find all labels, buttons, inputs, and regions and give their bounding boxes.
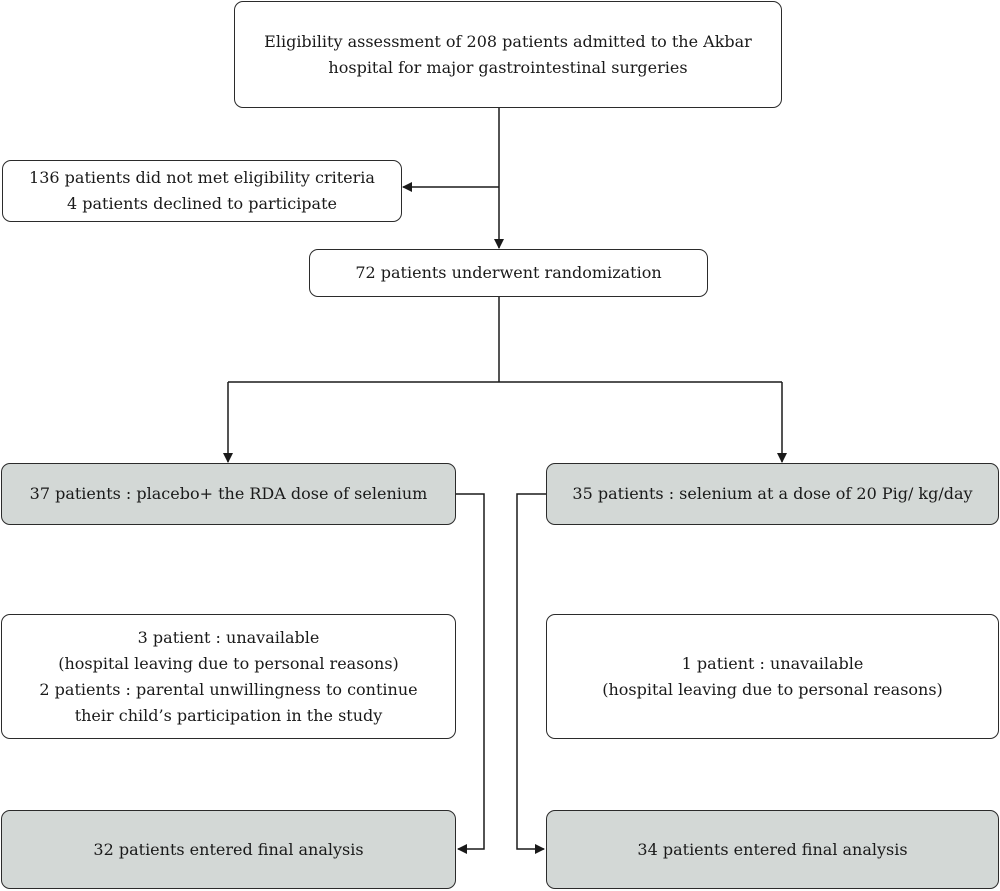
selenium-group-line-1: 35 patients : selenium at a dose of 20 P… <box>572 484 973 503</box>
arrow-placebo-to-final <box>456 493 485 854</box>
placebo-lost-line-3: 2 patients : parental unwillingness to c… <box>39 679 418 699</box>
placebo-lost-line-2: (hospital leaving due to personal reason… <box>58 653 399 673</box>
eligibility-line-1: Eligibility assessment of 208 patients a… <box>264 31 752 51</box>
randomization-line-1: 72 patients underwent randomization <box>355 263 662 282</box>
selenium-final-line-1: 34 patients entered final analysis <box>637 839 908 859</box>
placebo-final-line-1: 32 patients entered final analysis <box>93 839 364 859</box>
eligibility-line-2: hospital for major gastrointestinal surg… <box>328 57 688 77</box>
selenium-final-box: 34 patients entered final analysis <box>546 810 999 889</box>
arrow-selenium-to-final <box>516 493 546 854</box>
excluded-box: 136 patients did not met eligibility cri… <box>2 160 402 222</box>
randomization-box: 72 patients underwent randomization <box>309 249 708 297</box>
placebo-lost-line-4: their child’s participation in the study <box>74 705 383 725</box>
selenium-lost-line-2: (hospital leaving due to personal reason… <box>602 679 943 699</box>
placebo-group-box: 37 patients : placebo+ the RDA dose of s… <box>1 463 456 525</box>
selenium-lost-box: 1 patient : unavailable (hospital leavin… <box>546 614 999 739</box>
eligibility-box: Eligibility assessment of 208 patients a… <box>234 1 782 108</box>
placebo-final-box: 32 patients entered final analysis <box>1 810 456 889</box>
selenium-lost-line-1: 1 patient : unavailable <box>681 653 864 673</box>
placebo-group-line-1: 37 patients : placebo+ the RDA dose of s… <box>29 484 428 503</box>
selenium-group-box: 35 patients : selenium at a dose of 20 P… <box>546 463 999 525</box>
excluded-line-2: 4 patients declined to participate <box>67 194 337 213</box>
placebo-lost-line-1: 3 patient : unavailable <box>137 627 320 647</box>
excluded-line-1: 136 patients did not met eligibility cri… <box>29 168 375 187</box>
placebo-lost-box: 3 patient : unavailable (hospital leavin… <box>1 614 456 739</box>
